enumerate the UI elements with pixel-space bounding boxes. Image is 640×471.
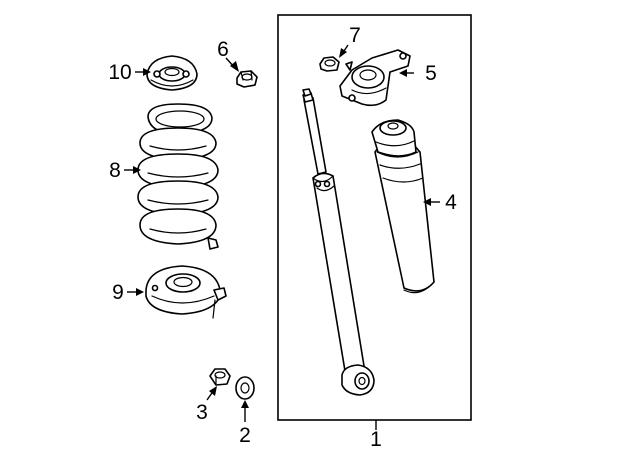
assembly-box (277, 14, 472, 421)
part-6-nut (236, 70, 258, 88)
arrow-3 (209, 386, 217, 396)
arrow-2 (241, 400, 249, 408)
part-3-nut (209, 368, 231, 386)
callout-10: 10 (108, 61, 131, 84)
arrow-4 (423, 198, 431, 206)
arrow-8 (133, 166, 141, 174)
part-10-upper-spring-seat (146, 55, 198, 91)
arrow-10 (143, 68, 151, 76)
part-9-lower-spring-seat (145, 265, 227, 319)
callout-6: 6 (217, 38, 229, 61)
part-5-upper-mount (339, 49, 411, 107)
callout-9: 9 (112, 281, 124, 304)
part-8-coil-spring (137, 103, 219, 250)
callout-7: 7 (349, 24, 361, 47)
arrow-5 (399, 69, 407, 77)
arrow-6 (230, 61, 239, 72)
callout-1: 1 (370, 428, 382, 451)
arrow-9 (136, 288, 144, 296)
callout-8: 8 (109, 159, 121, 182)
callout-2: 2 (239, 424, 251, 447)
callout-3: 3 (196, 401, 208, 424)
part-1-shock-absorber (302, 88, 375, 396)
callout-5: 5 (425, 62, 437, 85)
part-4-dust-boot (371, 119, 435, 294)
arrow-7 (339, 48, 347, 58)
callout-4: 4 (445, 191, 457, 214)
part-2-washer (235, 376, 255, 400)
part-7-nut (319, 56, 340, 72)
